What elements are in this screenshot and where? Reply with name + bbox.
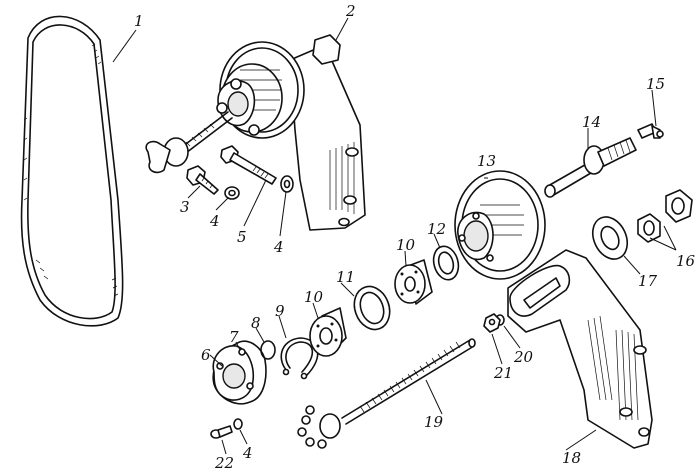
callout-4b: 4 <box>273 238 284 256</box>
tensioner-screw <box>297 338 476 449</box>
callout-10a: 10 <box>304 288 324 306</box>
callout-21: 21 <box>493 364 513 382</box>
callout-5: 5 <box>237 228 247 246</box>
seal-ring <box>432 245 460 281</box>
screw <box>210 425 233 439</box>
pulley-hub <box>454 170 546 280</box>
callout-11: 11 <box>336 268 355 286</box>
callout-7: 7 <box>229 328 239 346</box>
callout-22: 22 <box>214 454 234 472</box>
callout-14: 14 <box>582 113 601 131</box>
callout-18: 18 <box>562 449 581 467</box>
callout-20: 20 <box>513 348 534 366</box>
callout-13: 13 <box>477 152 496 170</box>
washer <box>280 175 294 193</box>
callout-2: 2 <box>345 2 356 20</box>
callout-8: 8 <box>251 314 261 332</box>
callout-1: 1 <box>134 12 144 30</box>
callout-labels: 1 2 3 4 5 4 6 7 8 9 10 11 10 12 13 14 15… <box>134 2 696 472</box>
callout-4c: 4 <box>242 444 253 462</box>
callout-12: 12 <box>427 220 446 238</box>
bolt-long <box>220 145 277 185</box>
drive-belt <box>20 15 124 327</box>
axle <box>544 137 637 198</box>
bracket <box>507 249 653 449</box>
nuts <box>637 189 693 243</box>
ball-bearing <box>394 259 433 305</box>
bearing-cover <box>212 340 267 405</box>
pump-assembly <box>145 34 366 231</box>
ball-bearing <box>309 307 347 357</box>
callout-16: 16 <box>676 252 696 270</box>
o-ring <box>260 340 276 360</box>
grease-fitting <box>637 123 664 139</box>
callout-3: 3 <box>180 198 190 216</box>
callout-10b: 10 <box>396 236 416 254</box>
washer <box>224 186 240 200</box>
callout-6: 6 <box>201 346 211 364</box>
callout-4a: 4 <box>209 212 220 230</box>
retaining-ring <box>280 337 319 380</box>
nut-small <box>483 313 501 333</box>
washer-large <box>591 216 629 260</box>
callout-9: 9 <box>275 302 285 320</box>
washer <box>233 418 243 430</box>
callout-17: 17 <box>638 272 658 290</box>
bolt-short <box>186 165 219 195</box>
callout-15: 15 <box>646 75 665 93</box>
spacer-ring <box>353 285 391 331</box>
callout-19: 19 <box>424 413 444 431</box>
leader-lines <box>112 17 677 455</box>
